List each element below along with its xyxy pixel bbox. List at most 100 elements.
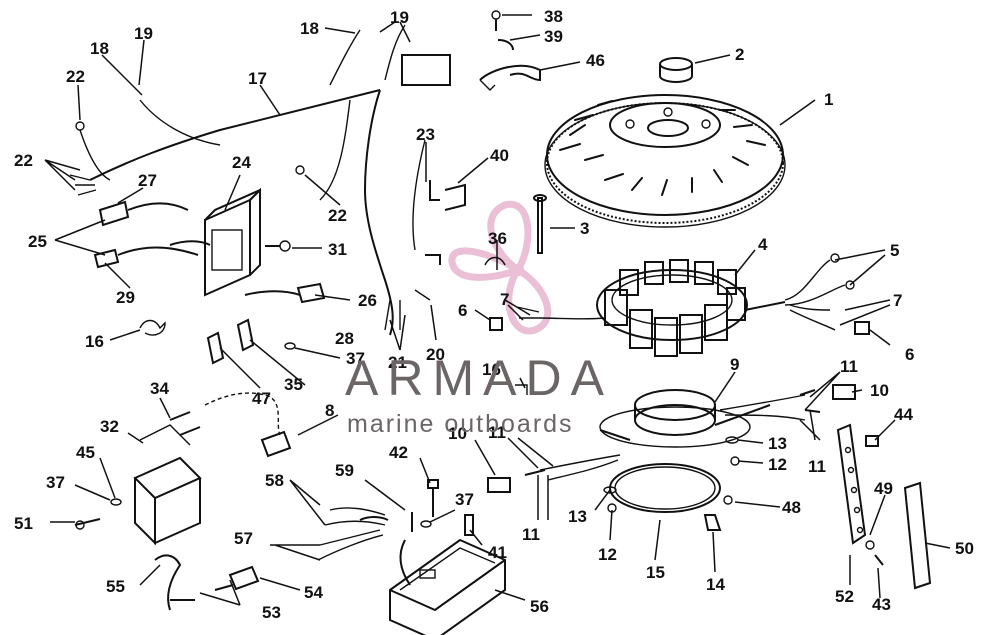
callout-10-right: 10 — [870, 381, 889, 400]
callout-18-top: 18 — [300, 19, 319, 38]
callout-14: 14 — [706, 575, 725, 594]
callout-37-top: 37 — [346, 349, 365, 368]
callout-53: 53 — [262, 603, 281, 622]
bolt-51 — [74, 518, 101, 530]
washer-37 — [110, 342, 432, 528]
callout-3: 3 — [580, 219, 589, 238]
callout-23: 23 — [416, 125, 435, 144]
callout-16-left: 16 — [85, 332, 104, 351]
callout-51: 51 — [14, 514, 33, 533]
callout-16-right: 16 — [482, 360, 501, 379]
callout-58: 58 — [265, 471, 284, 490]
callout-29: 29 — [116, 288, 135, 307]
mounting-bracket — [479, 10, 541, 91]
callout-47: 47 — [252, 389, 271, 408]
callout-55: 55 — [106, 577, 125, 596]
module-cable — [399, 512, 413, 586]
callout-17: 17 — [248, 69, 267, 88]
stator-screw — [533, 194, 547, 254]
terminal-bracket — [836, 423, 867, 545]
screw-44 — [865, 435, 879, 447]
brand-name: ARMADA — [345, 350, 613, 406]
callout-11-left: 11 — [488, 423, 506, 442]
callout-2: 2 — [735, 45, 744, 64]
callout-45: 45 — [76, 443, 95, 462]
callout-15: 15 — [646, 563, 665, 582]
callout-4: 4 — [758, 235, 768, 254]
spark-plug-leads — [93, 200, 211, 269]
flywheel — [544, 94, 786, 228]
callout-19-top: 19 — [390, 8, 409, 27]
callout-37-left: 37 — [46, 473, 65, 492]
callout-44: 44 — [894, 405, 913, 424]
callout-50: 50 — [955, 539, 974, 558]
callout-6-left: 6 — [458, 301, 467, 320]
callout-54: 54 — [304, 583, 323, 602]
retainer-ring — [609, 463, 721, 513]
callout-38: 38 — [544, 7, 563, 26]
callout-37-mid: 37 — [455, 490, 474, 509]
callout-31: 31 — [328, 240, 347, 259]
screw-31 — [265, 240, 291, 252]
callout-12-left: 12 — [598, 545, 617, 564]
callout-22-left: 22 — [14, 151, 33, 170]
callout-18-left: 18 — [90, 39, 109, 58]
callout-43: 43 — [872, 595, 891, 614]
ground-terminals — [75, 121, 305, 175]
callout-11-top: 11 — [840, 357, 858, 376]
callout-34: 34 — [150, 379, 169, 398]
callout-12-right: 12 — [768, 455, 787, 474]
callout-52: 52 — [835, 587, 854, 606]
module-leads — [317, 507, 389, 561]
callout-32: 32 — [100, 417, 119, 436]
callout-13-right: 13 — [768, 434, 787, 453]
screw-48 — [723, 495, 733, 505]
clamps-47-35 — [206, 318, 255, 365]
callout-8: 8 — [325, 401, 334, 420]
callout-48: 48 — [782, 498, 801, 517]
callout-40: 40 — [490, 146, 509, 165]
callout-46: 46 — [586, 51, 605, 70]
callout-25: 25 — [28, 232, 47, 251]
stator-leads-left — [489, 306, 605, 331]
callout-11-right: 11 — [808, 457, 826, 476]
power-pack — [204, 187, 261, 297]
brand-tagline: marine outboards — [347, 410, 574, 438]
trigger-leads — [524, 389, 821, 481]
clip-14 — [703, 514, 722, 531]
callout-11-bottom: 11 — [522, 525, 540, 544]
boot-cables — [154, 554, 260, 611]
callout-36: 36 — [488, 229, 507, 248]
spark-plug-boot — [244, 282, 326, 304]
callout-7-left: 7 — [500, 290, 509, 309]
screw-43-49 — [865, 540, 884, 566]
switch-box — [389, 538, 506, 635]
callout-13-left: 13 — [568, 507, 587, 526]
harness-clamps — [425, 180, 506, 266]
callout-20: 20 — [426, 345, 445, 364]
callout-27: 27 — [138, 171, 157, 190]
stator — [596, 259, 786, 357]
cover-strip — [903, 481, 932, 590]
callout-35: 35 — [284, 375, 303, 394]
clip-16 — [139, 319, 528, 395]
bolts-41-42 — [427, 479, 474, 536]
callout-7-right: 7 — [893, 291, 902, 310]
callout-49: 49 — [874, 479, 893, 498]
callout-10-left: 10 — [448, 424, 467, 443]
callout-39: 39 — [544, 27, 563, 46]
callout-22-mid: 22 — [328, 206, 347, 225]
callout-26: 26 — [358, 291, 377, 310]
timer-base — [599, 389, 771, 448]
stator-leads-right — [784, 253, 870, 335]
callout-59: 59 — [335, 461, 354, 480]
callout-28: 28 — [335, 329, 354, 348]
callout-22-top: 22 — [66, 67, 85, 86]
callout-42: 42 — [389, 443, 408, 462]
callout-19-left: 19 — [134, 24, 153, 43]
leader-lines — [44, 14, 951, 606]
callout-1: 1 — [824, 90, 833, 109]
callout-9: 9 — [730, 355, 739, 374]
